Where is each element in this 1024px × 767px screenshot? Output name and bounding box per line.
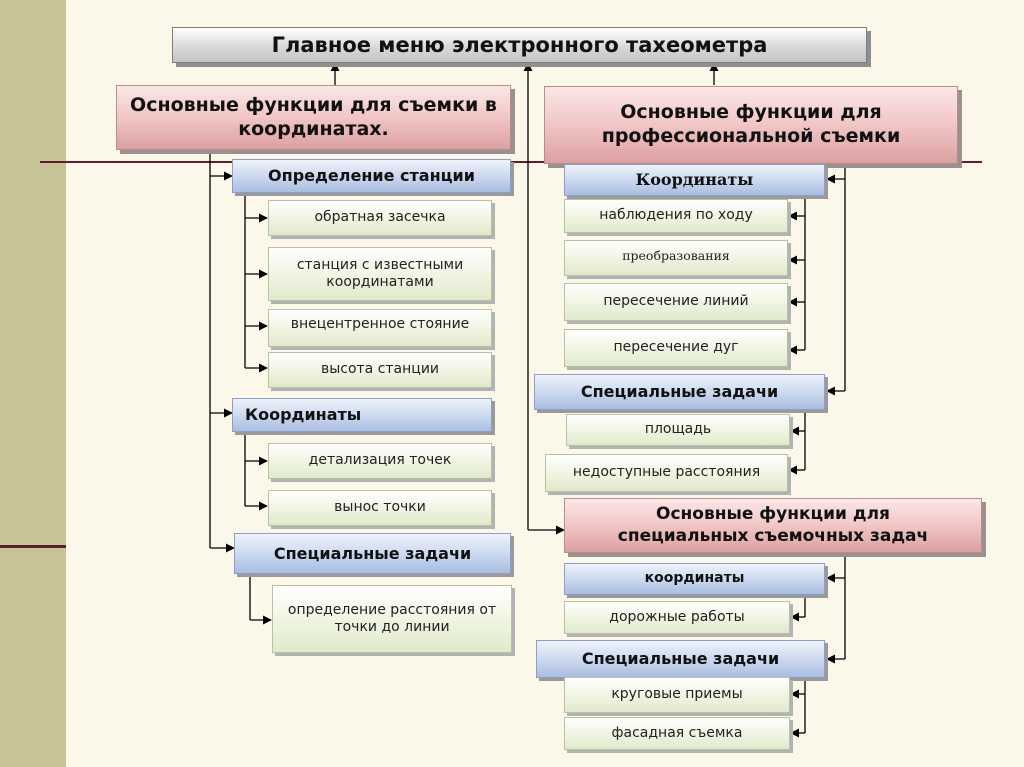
left-group-coordinates: Координаты <box>232 398 492 432</box>
left-group-station: Определение станции <box>232 159 511 193</box>
left-item-point-line-distance: определение расстояния от точки до линии <box>272 585 512 653</box>
special-item-road-works: дорожные работы <box>564 601 790 634</box>
divider-sidebar-bottom <box>0 545 66 548</box>
right-item-transform: преобразования <box>564 240 788 276</box>
right-item-traverse: наблюдения по ходу <box>564 199 788 233</box>
special-group-coordinates: координаты <box>564 563 825 595</box>
left-item-resection: обратная засечка <box>268 200 492 236</box>
right-item-line-intersection: пересечение линий <box>564 283 788 321</box>
right-item-inaccessible-distance: недоступные расстояния <box>545 454 788 492</box>
left-item-station-height: высота станции <box>268 352 492 388</box>
special-header: Основные функции для специальных съемочн… <box>564 498 982 553</box>
diagram-title: Главное меню электронного тахеометра <box>172 27 867 63</box>
left-header: Основные функции для съемки в координата… <box>116 85 511 150</box>
right-group-special: Специальные задачи <box>534 374 825 410</box>
right-group-coordinates: Координаты <box>564 164 825 196</box>
decorative-sidebar <box>0 0 66 767</box>
right-header: Основные функции для профессиональной съ… <box>544 86 958 164</box>
left-item-known-station: станция с известными координатами <box>268 247 492 301</box>
left-item-eccentric: внецентренное стояние <box>268 309 492 347</box>
divider-horizontal <box>40 161 982 163</box>
left-item-stakeout: вынос точки <box>268 490 492 526</box>
left-group-special: Специальные задачи <box>234 533 511 574</box>
left-item-detail-points: детализация точек <box>268 443 492 479</box>
special-item-circular-sets: круговые приемы <box>564 677 790 713</box>
special-group-special: Специальные задачи <box>536 640 825 678</box>
right-item-area: площадь <box>566 414 790 446</box>
right-item-arc-intersection: пересечение дуг <box>564 329 788 367</box>
special-item-facade-survey: фасадная съемка <box>564 717 790 750</box>
